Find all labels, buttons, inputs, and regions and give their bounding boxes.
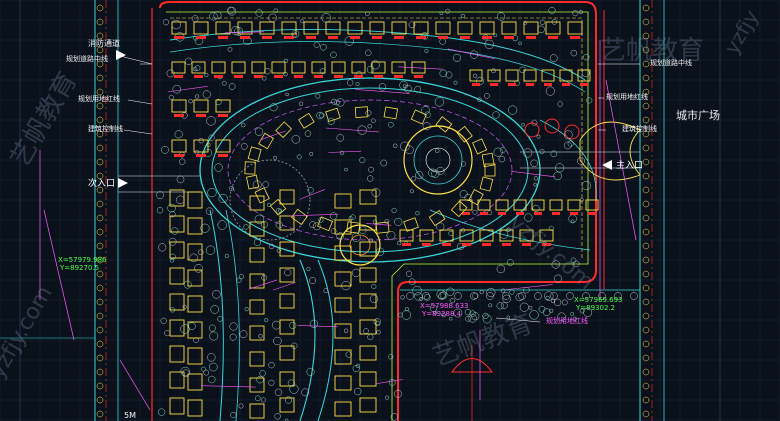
label-build-line-left: 建筑控制线	[88, 125, 123, 133]
coord-left-x: X=57979.986	[58, 256, 107, 264]
label-main-entrance: 主入口	[616, 161, 644, 171]
label-road-center-right: 规划道路中线	[650, 59, 692, 67]
site-boundary	[151, 0, 605, 421]
building-control-line	[166, 11, 589, 421]
label-build-line-right: 建筑控制线	[622, 125, 657, 133]
watermark-2: 艺帆教育	[600, 36, 705, 66]
label-green-line-right: 规划用地红线	[606, 93, 648, 101]
label-city-plaza: 城市广场	[676, 109, 720, 122]
label-road-center-left: 规划道路中线	[66, 55, 108, 63]
label-fire-lane: 消防通道	[88, 39, 120, 48]
label-green-line-left: 规划用地红线	[78, 95, 120, 103]
residential-buildings	[169, 21, 599, 419]
label-green-line-bottom: 规划用地红线	[546, 317, 588, 325]
outer-roads	[0, 0, 721, 421]
sub-entrance-arrow-icon	[118, 178, 128, 188]
label-sub-entrance: 次入口	[88, 179, 116, 189]
entrance-arrows	[116, 50, 612, 188]
coord-left-y: Y=89270.5	[60, 264, 100, 272]
dimension-lines	[39, 31, 637, 411]
coord-mid-x: X=57988.633	[420, 302, 469, 310]
coord-mid-y: Y=89288.4	[422, 310, 462, 318]
leader-lines	[119, 55, 640, 323]
coord-right-y: Y=89302.2	[576, 304, 616, 312]
main-entrance-arrow-icon	[602, 160, 612, 170]
label-scale-mark: 5M	[124, 411, 136, 420]
ring-road	[169, 29, 597, 421]
fire-lane-arrow-icon	[116, 50, 126, 60]
coord-right-x: X=57969.693	[574, 296, 623, 304]
